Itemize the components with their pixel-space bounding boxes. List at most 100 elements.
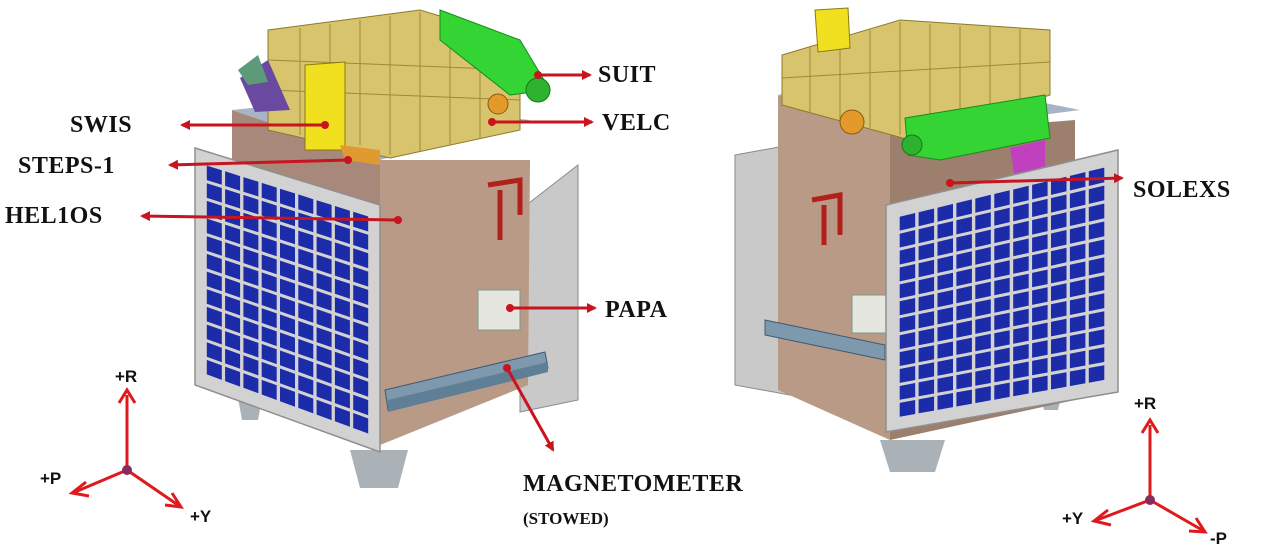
solar-cell bbox=[1088, 365, 1105, 383]
solar-cell bbox=[225, 366, 241, 387]
solar-cell bbox=[353, 266, 369, 287]
solar-cell bbox=[316, 200, 332, 220]
solar-cell bbox=[316, 327, 332, 348]
solar-cell bbox=[334, 369, 350, 391]
solar-cell bbox=[316, 272, 332, 293]
solar-cell bbox=[899, 213, 916, 231]
solar-cell bbox=[937, 203, 953, 222]
solar-cell bbox=[956, 355, 972, 373]
solar-cell bbox=[280, 386, 295, 407]
solar-cell bbox=[956, 251, 972, 269]
solar-cell bbox=[225, 260, 241, 280]
left-papa-box bbox=[477, 289, 521, 331]
solar-cell bbox=[334, 388, 350, 409]
solar-cell bbox=[1069, 243, 1086, 262]
solar-cell bbox=[243, 177, 259, 197]
solar-cell bbox=[1088, 275, 1105, 294]
solar-cell bbox=[334, 278, 350, 299]
solar-cell bbox=[994, 382, 1010, 400]
solar-cell bbox=[937, 358, 953, 376]
left-axis-r-label: +R bbox=[115, 367, 138, 386]
solar-cell bbox=[261, 272, 277, 293]
solar-cell bbox=[261, 361, 277, 383]
left-axis-p-label: +P bbox=[40, 469, 62, 488]
solar-cell bbox=[1013, 273, 1029, 292]
solar-cell bbox=[1051, 354, 1067, 372]
solar-cell bbox=[1032, 358, 1048, 376]
solar-cell bbox=[316, 363, 332, 384]
solar-cell bbox=[280, 206, 295, 227]
solar-cell bbox=[975, 247, 991, 265]
solar-cell bbox=[353, 339, 369, 361]
solar-cell bbox=[956, 303, 972, 321]
solar-cell bbox=[1069, 190, 1086, 209]
solar-cell bbox=[261, 290, 277, 311]
solar-cell bbox=[225, 331, 241, 351]
solar-cell bbox=[334, 242, 350, 263]
solar-cell bbox=[956, 199, 972, 218]
solar-cell bbox=[353, 230, 369, 250]
solar-cell bbox=[975, 212, 991, 231]
solar-cell bbox=[1051, 265, 1067, 284]
solar-cell bbox=[918, 294, 935, 312]
solar-cell bbox=[937, 255, 953, 273]
solar-cell bbox=[298, 338, 314, 359]
solar-cell bbox=[353, 321, 369, 342]
solar-cell bbox=[280, 296, 295, 317]
right-yellow-box bbox=[814, 7, 851, 53]
solar-cell bbox=[899, 247, 916, 265]
arrow-steps bbox=[168, 158, 349, 170]
solar-cell bbox=[1051, 194, 1067, 213]
solar-cell bbox=[353, 248, 369, 269]
label-hel1os: HEL1OS bbox=[5, 203, 103, 229]
solar-cell bbox=[243, 230, 259, 251]
solar-cell bbox=[280, 224, 295, 245]
solar-cell bbox=[353, 394, 369, 416]
solar-cell bbox=[956, 389, 972, 407]
left-swis-box bbox=[304, 61, 346, 151]
solar-cell bbox=[206, 165, 222, 185]
solar-cell bbox=[994, 260, 1010, 278]
solar-cell bbox=[261, 344, 277, 365]
solar-cell bbox=[899, 366, 916, 383]
right-leg-1 bbox=[880, 440, 945, 472]
solar-cell bbox=[316, 290, 332, 311]
solar-cell bbox=[206, 324, 222, 345]
solar-cell bbox=[994, 277, 1010, 296]
solar-cell bbox=[280, 260, 295, 281]
solar-cell bbox=[899, 349, 916, 366]
solar-cell bbox=[225, 171, 241, 191]
solar-cell bbox=[243, 194, 259, 215]
arrow-magnetometer bbox=[505, 367, 555, 452]
solar-cell bbox=[994, 365, 1010, 383]
solar-cell bbox=[206, 289, 222, 309]
solar-cell bbox=[280, 350, 295, 371]
solar-cell bbox=[956, 234, 972, 252]
solar-cell bbox=[1088, 185, 1105, 204]
solar-cell bbox=[975, 194, 991, 213]
solar-cell bbox=[353, 303, 369, 324]
solar-cell bbox=[1032, 269, 1048, 288]
solar-cell bbox=[1088, 329, 1105, 347]
solar-cell bbox=[899, 383, 916, 400]
solar-cell bbox=[334, 260, 350, 281]
solar-cell bbox=[956, 216, 972, 235]
solar-cell bbox=[1069, 368, 1086, 387]
solar-cell bbox=[1032, 216, 1048, 235]
solar-cell bbox=[334, 315, 350, 336]
solar-cell bbox=[1013, 291, 1029, 309]
label-solexs: SOLEXS bbox=[1133, 177, 1231, 203]
solar-cell bbox=[316, 309, 332, 330]
solar-cell bbox=[918, 259, 935, 278]
solar-cell bbox=[243, 301, 259, 322]
solar-cell bbox=[225, 295, 241, 316]
solar-cell bbox=[1032, 234, 1048, 253]
right-axis-p-label: -P bbox=[1210, 529, 1227, 548]
label-stowed: (STOWED) bbox=[523, 509, 609, 528]
solar-cell bbox=[899, 281, 916, 299]
solar-cell bbox=[1069, 315, 1086, 333]
solar-cell bbox=[298, 248, 314, 269]
solar-cell bbox=[918, 242, 935, 261]
solar-cell bbox=[334, 351, 350, 372]
solar-cell bbox=[298, 266, 314, 287]
